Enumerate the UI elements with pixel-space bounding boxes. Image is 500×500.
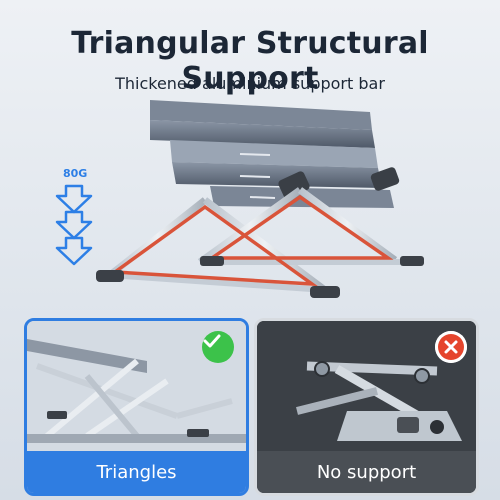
x-circle-icon	[435, 331, 467, 363]
triangles-label: Triangles	[27, 451, 246, 493]
stand-frame	[96, 187, 424, 298]
no-support-label: No support	[257, 451, 476, 493]
triangle-support-detail	[27, 321, 246, 451]
comparison-triangles: Triangles	[24, 318, 249, 496]
page-title: Triangular Structural Support	[71, 26, 429, 96]
laptop-stand-illustration	[96, 100, 424, 298]
weight-label: 80G	[63, 167, 88, 180]
comparison-no-support: No support	[254, 318, 479, 496]
page-subtitle: Thickened aluminium support bar	[115, 74, 385, 93]
check-circle-icon	[202, 331, 234, 363]
down-arrow-icon	[55, 184, 93, 266]
laptop-stack	[150, 100, 394, 208]
